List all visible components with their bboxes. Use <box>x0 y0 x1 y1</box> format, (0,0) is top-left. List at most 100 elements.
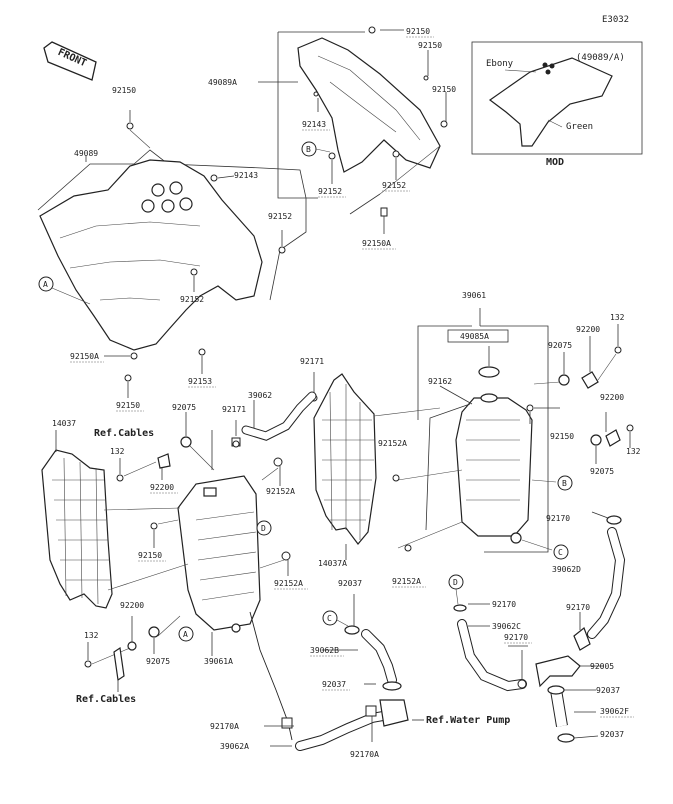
part-label: 92152 <box>318 187 342 196</box>
part-label: 92075 <box>172 403 196 412</box>
cable-guide-icon <box>113 646 125 682</box>
svg-text:B: B <box>562 479 567 488</box>
callout-c-hose <box>322 610 338 626</box>
breather-hose <box>425 403 471 531</box>
bolt-icon <box>368 26 376 34</box>
part-label: 92150A <box>70 352 99 361</box>
part-label: 92170 <box>566 603 590 612</box>
part-label: 92153 <box>188 377 212 386</box>
clamp-icon <box>517 679 527 689</box>
clamp-icon <box>281 717 293 729</box>
part-label: 92152 <box>268 212 292 221</box>
clamp-icon <box>606 515 622 525</box>
water-pump-joint <box>379 699 409 727</box>
part-label: 92150 <box>406 27 430 36</box>
guard-14037A-group <box>310 372 441 560</box>
grommet-icon <box>130 352 138 360</box>
callout-a-top <box>38 276 54 292</box>
part-label: 92170 <box>504 633 528 642</box>
washer-icon <box>127 641 137 651</box>
part-label: 92170A <box>210 722 239 731</box>
svg-text:A: A <box>43 280 48 289</box>
part-label: 39062B <box>310 646 339 655</box>
svg-text:C: C <box>327 614 332 623</box>
part-label-49085A: 49085A <box>460 332 489 341</box>
t-joint-92005 <box>535 655 581 688</box>
washer-icon <box>180 436 192 448</box>
hose-39062B <box>362 630 396 684</box>
lower-hoses: C D <box>249 511 626 751</box>
part-label: 92150 <box>116 401 140 410</box>
part-label: 92143 <box>234 171 258 180</box>
part-label: 92152A <box>378 439 407 448</box>
part-label: 39061 <box>462 291 486 300</box>
part-label: 39062F <box>600 707 629 716</box>
bolt-icon <box>380 207 388 217</box>
bolt-icon <box>526 404 534 412</box>
part-label: 132 <box>610 313 625 322</box>
part-label: 92171 <box>222 405 246 414</box>
part-label: 92150 <box>418 41 442 50</box>
radiator-39061A-group: D A <box>84 412 291 692</box>
washer-icon <box>590 434 602 446</box>
collar-icon <box>157 453 171 469</box>
svg-text:A: A <box>183 630 188 639</box>
part-label: 92150A <box>362 239 391 248</box>
part-label: 92075 <box>548 341 572 350</box>
part-label: 92171 <box>300 357 324 366</box>
washer-icon <box>558 374 570 386</box>
part-label: 92075 <box>146 657 170 666</box>
part-label: 132 <box>84 631 99 640</box>
part-label: 49089A <box>208 78 237 87</box>
part-label: 132 <box>110 447 125 456</box>
ref-water-pump: Ref.Water Pump <box>426 715 510 726</box>
shroud-49089-group: A <box>37 110 307 398</box>
collar-icon <box>581 371 599 389</box>
part-label: 14037A <box>318 559 347 568</box>
bolt-icon <box>198 348 206 356</box>
hose-39062D <box>588 528 625 638</box>
ref-cables-top: Ref.Cables <box>94 428 154 439</box>
radiator-39061-group: C B <box>392 308 634 560</box>
radiator-cap-icon <box>478 366 500 378</box>
grommet-icon <box>281 551 291 561</box>
part-label: 39061A <box>204 657 233 666</box>
bolt-icon <box>84 660 92 668</box>
grommet-icon <box>190 268 198 276</box>
part-label: 92037 <box>600 730 624 739</box>
clamp-icon <box>453 604 467 612</box>
part-label: 92150 <box>432 85 456 94</box>
bolt-icon <box>126 122 134 130</box>
part-label: 92037 <box>338 579 362 588</box>
part-label: 92152A <box>266 487 295 496</box>
part-label: 92162 <box>428 377 452 386</box>
radiator-39061A <box>177 475 261 631</box>
collar-icon <box>605 429 621 447</box>
guard-14037-group <box>41 430 189 609</box>
part-label: 92200 <box>120 601 144 610</box>
guard-14037A <box>313 373 377 545</box>
mod-part-ref: (49089/A) <box>576 53 625 63</box>
part-label: 92005 <box>590 662 614 671</box>
grommet-icon <box>392 474 400 482</box>
part-label: 92150 <box>550 432 574 441</box>
bolt-icon <box>313 91 319 97</box>
mod-caption: MOD <box>546 157 564 168</box>
clamp-icon <box>573 627 591 651</box>
part-label: 132 <box>626 447 641 456</box>
part-label: 14037 <box>52 419 76 428</box>
clamp-icon <box>344 625 360 635</box>
part-label: 92170A <box>350 750 379 759</box>
radiator-39061 <box>455 397 533 537</box>
part-label: 39062C <box>492 622 521 631</box>
callout-d-radiator <box>256 520 272 536</box>
svg-text:B: B <box>306 145 311 154</box>
part-label: 92200 <box>600 393 624 402</box>
hose-39062 <box>242 392 316 440</box>
guard-14037 <box>41 449 113 609</box>
shroud-49089A <box>297 37 441 173</box>
part-label: 92170 <box>546 514 570 523</box>
part-label: 92170 <box>492 600 516 609</box>
